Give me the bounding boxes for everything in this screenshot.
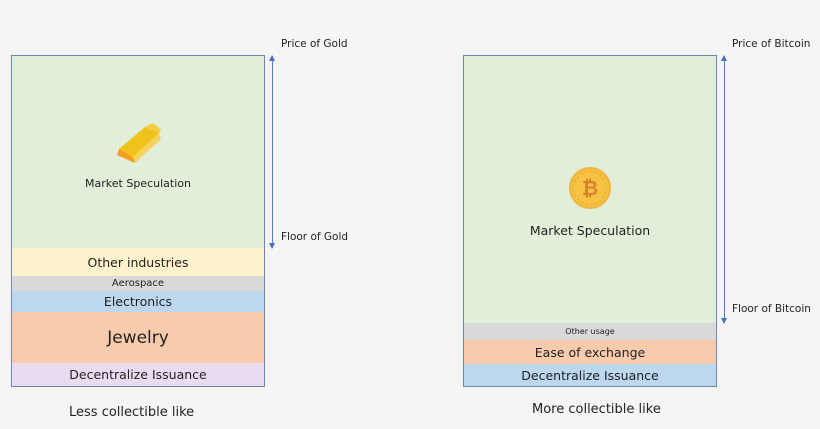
bitcoin-segment-market-speculation: ₿ Market Speculation: [463, 55, 717, 324]
bitcoin-segment-decentralize-issuance: Decentralize Issuance: [463, 364, 717, 387]
gold-value-stack: Market Speculation Other industries Aero…: [11, 55, 265, 387]
bitcoin-segment-label: Decentralize Issuance: [521, 367, 659, 383]
gold-segment-other-industries: Other industries: [11, 248, 265, 277]
bitcoin-segment-label: Market Speculation: [529, 223, 651, 238]
gold-segment-label: Other industries: [87, 254, 189, 270]
bitcoin-coin-icon: ₿: [569, 167, 611, 209]
gold-price-label: Price of Gold: [281, 38, 348, 50]
bitcoin-segment-label: Other usage: [565, 327, 615, 336]
gold-segment-label: Decentralize Issuance: [69, 367, 207, 382]
gold-segment-jewelry: Jewelry: [11, 312, 265, 364]
bitcoin-symbol: ₿: [581, 175, 599, 200]
gold-segment-market-speculation: Market Speculation: [11, 55, 265, 249]
gold-segment-label: Electronics: [103, 294, 173, 309]
bitcoin-value-stack: ₿ Market Speculation Other usage Ease of…: [463, 55, 717, 387]
gold-segment-electronics: Electronics: [11, 291, 265, 313]
gold-segment-label: Market Speculation: [85, 176, 191, 190]
bitcoin-price-label: Price of Bitcoin: [732, 38, 811, 50]
gold-segment-label: Jewelry: [107, 327, 169, 348]
bitcoin-segment-label: Ease of exchange: [534, 344, 646, 360]
bitcoin-segment-other-usage: Other usage: [463, 323, 717, 341]
gold-floor-label: Floor of Gold: [281, 231, 349, 243]
gold-segment-decentralize-issuance: Decentralize Issuance: [11, 363, 265, 387]
bitcoin-caption: More collectible like: [532, 402, 661, 417]
bitcoin-segment-ease-of-exchange: Ease of exchange: [463, 340, 717, 365]
bitcoin-floor-label: Floor of Bitcoin: [732, 303, 811, 315]
gold-price-range-arrow: [269, 55, 275, 249]
gold-bar-icon: [117, 122, 161, 163]
bitcoin-price-range-arrow: [721, 55, 727, 324]
gold-segment-label: Aerospace: [111, 278, 165, 289]
gold-segment-aerospace: Aerospace: [11, 276, 265, 292]
gold-caption: Less collectible like: [69, 405, 195, 420]
